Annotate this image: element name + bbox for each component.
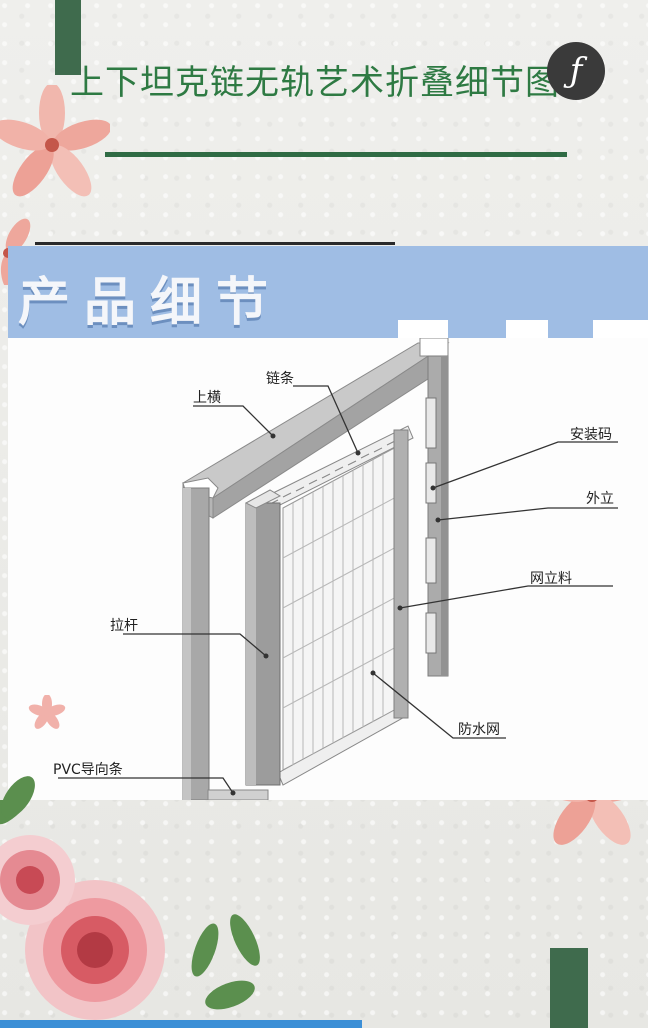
label-top-rail: 上横 [193, 390, 221, 406]
banner-top-line [35, 242, 395, 245]
label-pvc-guide: PVC导向条 [53, 762, 123, 778]
door-diagram-svg [58, 337, 618, 801]
flower-large [0, 85, 110, 197]
pvc-guide-strip [207, 789, 269, 801]
pink-flower-right [534, 800, 648, 845]
product-detail-banner: 产品细节 [8, 246, 648, 338]
label-mesh-post: 网立料 [530, 571, 572, 587]
top-rail-cap-right [419, 337, 449, 357]
mesh-pleats [282, 454, 399, 765]
rose-small [0, 835, 75, 925]
green-leaf-left [1, 776, 35, 818]
label-waterproof-mesh: 防水网 [458, 722, 500, 738]
label-pull-bar: 拉杆 [110, 618, 138, 634]
mesh-post [393, 429, 409, 719]
top-green-tab [55, 0, 81, 75]
banner-title: 产品细节 [18, 273, 283, 333]
small-pink-flower [28, 695, 66, 729]
page-title: 上下坦克链无轨艺术折叠细节图 [70, 63, 560, 103]
leader-lines [58, 385, 618, 794]
label-mounting-clip: 安装码 [570, 427, 612, 443]
label-chain: 链条 [266, 371, 294, 387]
product-diagram: 上横 链条 安装码 外立 网立料 拉杆 防水网 PVC导向条 [8, 337, 648, 801]
bottom-green-tab [550, 948, 588, 1028]
label-outer-post: 外立 [586, 491, 614, 507]
mounting-clips [425, 397, 437, 654]
title-underline [105, 152, 567, 157]
bottom-progress-bar [0, 1020, 362, 1028]
logo-icon: ƒ [547, 42, 605, 100]
bottom-floral-decoration [0, 800, 648, 1020]
top-chain-links [269, 434, 409, 505]
rose-large [25, 880, 165, 1020]
